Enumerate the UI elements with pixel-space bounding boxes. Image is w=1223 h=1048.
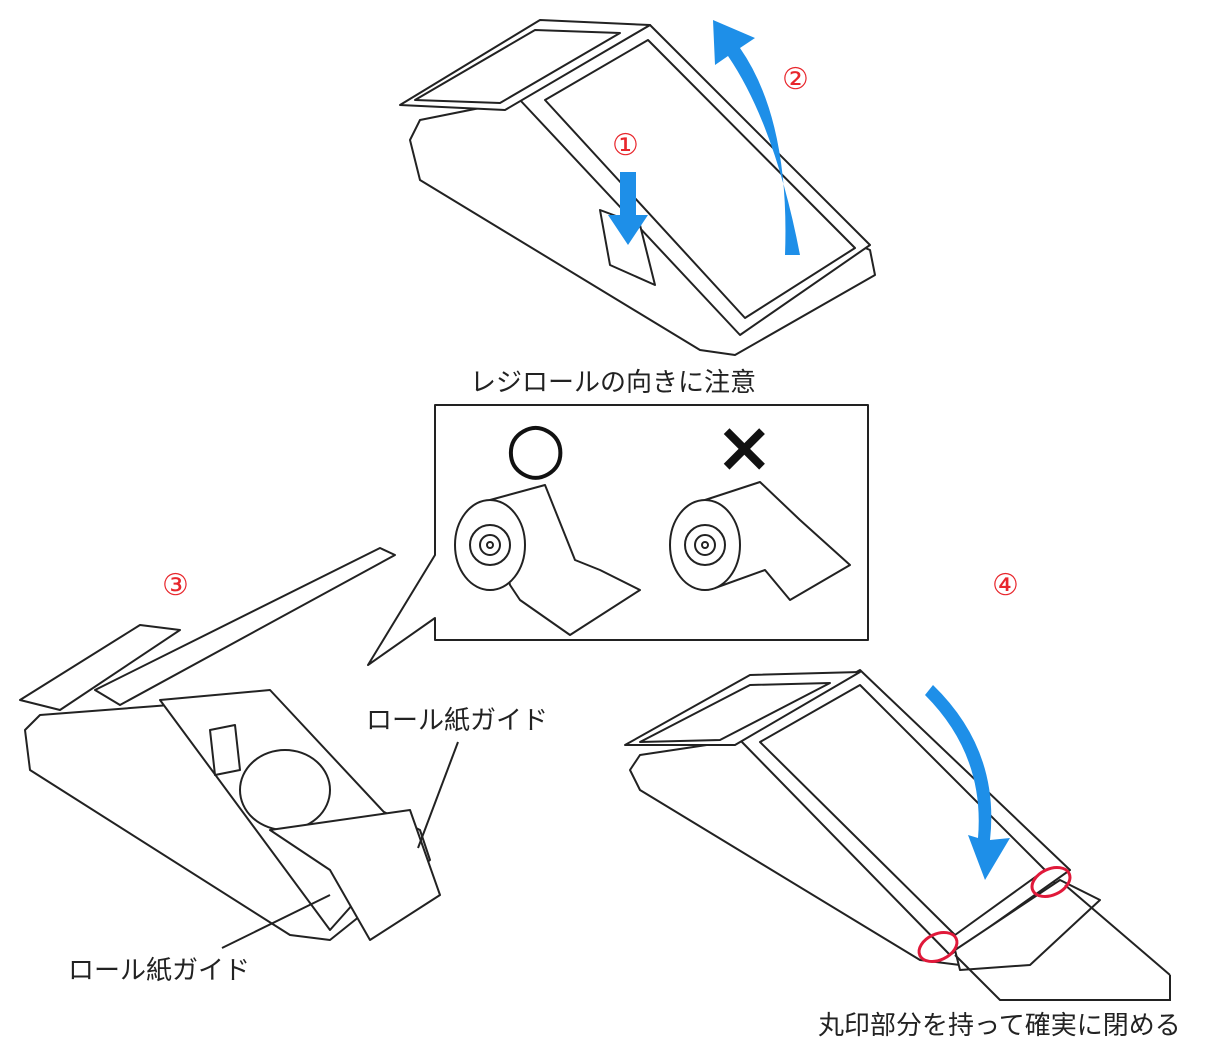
step-3-number: ③ <box>162 568 189 603</box>
step-1-number: ① <box>612 128 639 163</box>
push-down-arrow <box>608 172 648 245</box>
grip-point-right <box>1030 865 1072 899</box>
roll-guide-label-top: ロール紙ガイド <box>366 706 549 736</box>
step-4-number: ④ <box>992 568 1019 603</box>
device-step1-2 <box>399 19 876 356</box>
device-step3 <box>19 547 441 941</box>
step-2-number: ② <box>782 62 809 97</box>
roll-guide-label-bottom: ロール紙ガイド <box>68 956 251 986</box>
wrong-mark: × <box>715 406 774 488</box>
close-instruction: 丸印部分を持って確実に閉める <box>818 1011 1181 1041</box>
grip-point-left <box>917 930 959 964</box>
close-down-arrow <box>925 685 1010 880</box>
roll-wrong-icon <box>669 481 851 601</box>
caution-title: レジロールの向きに注意 <box>470 368 757 398</box>
callout-box <box>367 404 869 666</box>
lift-up-arrow <box>713 20 800 255</box>
correct-mark: ○ <box>505 406 567 488</box>
device-step4 <box>624 669 1101 971</box>
roll-correct-icon <box>454 484 641 636</box>
